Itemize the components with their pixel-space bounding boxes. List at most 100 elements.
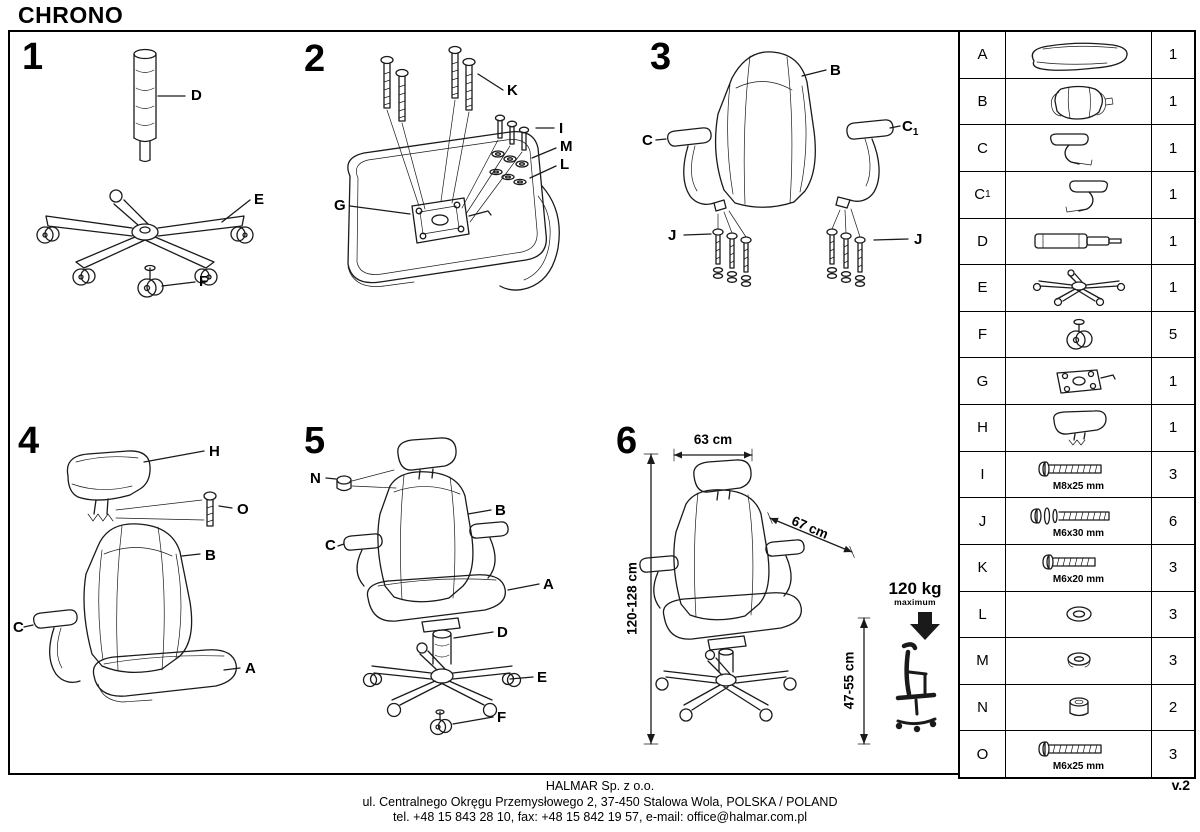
max-load-caption: maximum: [894, 597, 936, 607]
part-qty: 3: [1168, 465, 1178, 483]
dim-seat-height: 47-55 cm: [841, 651, 857, 710]
step-4-label-h: H: [209, 443, 220, 460]
part-qty: 1: [1168, 139, 1178, 157]
step-5-label-d: D: [497, 624, 508, 641]
step-3-number: 3: [650, 36, 672, 78]
step-1-label-d: D: [191, 87, 202, 104]
part-letter: D: [960, 218, 1006, 265]
step-3-label-c: C: [642, 132, 653, 149]
step-1-drawing: [36, 48, 254, 298]
part-letter: L: [960, 591, 1006, 638]
step-5: 5 N B C A D E F: [292, 414, 587, 759]
part-letter: F: [960, 311, 1006, 358]
step-5-label-n: N: [310, 470, 321, 487]
step-3-label-b: B: [830, 62, 841, 79]
step-1-label-e: E: [254, 191, 265, 208]
base-icon: [1006, 265, 1152, 311]
step-2-label-m: M: [560, 138, 573, 155]
part-letter: N: [960, 684, 1006, 731]
step-2-label-k: K: [507, 82, 518, 99]
step-6: 6 63 cm 67 cm 120-128 cm 47-55 cm 120 kg…: [602, 418, 957, 768]
footer-company: HALMAR Sp. z o.o.: [545, 779, 655, 793]
part-row-j: J M6x30 mm 6: [960, 497, 1194, 544]
mechanism-icon: [1006, 358, 1152, 404]
parts-table: A 1 B: [958, 30, 1196, 779]
step-5-label-b: B: [495, 502, 506, 519]
screw-spec: M6x20 mm: [1052, 574, 1105, 586]
part-qty: 1: [1168, 186, 1178, 204]
part-qty: 1: [1168, 92, 1178, 110]
step-4: 4 H O B C A: [10, 414, 295, 759]
footer: HALMAR Sp. z o.o. ul. Centralnego Okręgu…: [0, 779, 1200, 826]
part-qty: 2: [1168, 699, 1178, 717]
backrest-icon: [1006, 78, 1152, 125]
step-4-drawing: [23, 450, 241, 703]
cap-icon: [1006, 684, 1152, 731]
flat-washer-icon: [1006, 591, 1152, 638]
step-3-label-j-left: J: [668, 227, 677, 244]
screw-spec: M6x25 mm: [1052, 760, 1105, 772]
part-row-f: F 5: [960, 310, 1194, 358]
part-letter: J: [960, 498, 1006, 544]
step-4-label-c: C: [13, 619, 24, 636]
part-letter: H: [960, 405, 1006, 451]
part-row-o: O M6x25 mm 3: [960, 730, 1194, 777]
screw-spec: M6x30 mm: [1052, 527, 1105, 539]
step-4-label-b: B: [205, 547, 216, 564]
step-4-number: 4: [18, 420, 40, 462]
step-5-drawing: [325, 437, 540, 736]
part-qty: 3: [1168, 745, 1178, 763]
step-2-label-l: L: [560, 156, 570, 173]
step-3-label-c1: C1: [902, 118, 919, 138]
part-row-l: L 3: [960, 590, 1194, 638]
part-row-k: K M6x20 mm 3: [960, 543, 1194, 591]
page-title: CHRONO: [18, 2, 124, 28]
part-qty: 6: [1168, 512, 1178, 530]
part-qty: 1: [1168, 279, 1178, 297]
gas-lift-icon: [1006, 218, 1152, 265]
step-1-label-f: F: [199, 273, 209, 290]
part-letter: M: [960, 638, 1006, 684]
part-letter: B: [960, 78, 1006, 125]
part-row-i: I M8x25 mm 3: [960, 450, 1194, 498]
screw-spec: M8x25 mm: [1052, 480, 1105, 492]
part-qty: 3: [1168, 559, 1178, 577]
part-row-h: H 1: [960, 404, 1194, 451]
step-4-label-o: O: [237, 501, 249, 518]
part-qty: 3: [1168, 652, 1178, 670]
step-1: 1 D E F: [12, 36, 287, 328]
part-row-n: N 2: [960, 683, 1194, 731]
screw-icon: M8x25 mm: [1006, 451, 1152, 498]
screw-icon: M6x25 mm: [1006, 731, 1152, 777]
step-5-label-a: A: [543, 576, 554, 593]
part-row-b: B 1: [960, 77, 1194, 125]
step-3-label-j-right: J: [914, 231, 923, 248]
part-row-c: C 1: [960, 124, 1194, 171]
part-letter: O: [960, 731, 1006, 777]
step-2-label-i: I: [559, 120, 564, 137]
step-3-drawing: [655, 51, 909, 287]
part-row-e: E 1: [960, 264, 1194, 311]
dim-width: 63 cm: [693, 432, 733, 447]
part-row-m: M 3: [960, 637, 1194, 684]
part-letter: I: [960, 451, 1006, 498]
step-5-label-c: C: [325, 537, 336, 554]
grommet-washer-icon: [1006, 638, 1152, 684]
part-qty: 5: [1168, 326, 1178, 344]
part-row-a: A 1: [960, 32, 1194, 78]
step-3: 3 B C C1 J J: [632, 36, 952, 318]
step-2-drawing: [347, 45, 560, 291]
step-2-number: 2: [304, 38, 326, 80]
part-qty: 1: [1168, 232, 1178, 250]
sheet-border: 1 D E F: [8, 30, 1196, 779]
step-2-label-g: G: [334, 197, 346, 214]
part-qty: 3: [1168, 605, 1178, 623]
caster-icon: [1006, 311, 1152, 358]
max-load-value: 120 kg: [888, 579, 942, 598]
part-letter: A: [960, 32, 1006, 78]
step-4-label-a: A: [245, 660, 256, 677]
seat-icon: [1006, 32, 1152, 78]
